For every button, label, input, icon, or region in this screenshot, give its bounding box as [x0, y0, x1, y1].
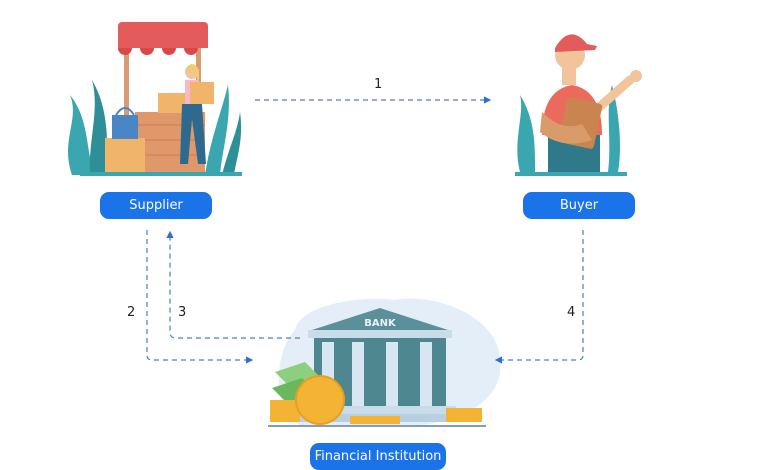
- supplier-label: Supplier: [129, 198, 183, 213]
- buyer-node-label: Buyer: [523, 192, 635, 219]
- financial-institution-label: Financial Institution: [314, 449, 442, 464]
- bank-sign: BANK: [364, 318, 397, 329]
- step-1-label: 1: [374, 77, 383, 92]
- financial-institution-node-label: Financial Institution: [310, 443, 446, 470]
- buyer-illustration: [515, 34, 642, 176]
- supplier-node-label: Supplier: [100, 192, 212, 219]
- buyer-label: Buyer: [559, 198, 599, 213]
- step-4-label: 4: [567, 305, 576, 320]
- step-3-label: 3: [178, 305, 187, 320]
- supplier-illustration: [68, 22, 242, 176]
- bank-illustration: BANK: [268, 298, 501, 427]
- flow-arrows: [146, 96, 584, 364]
- step-2-label: 2: [127, 305, 136, 320]
